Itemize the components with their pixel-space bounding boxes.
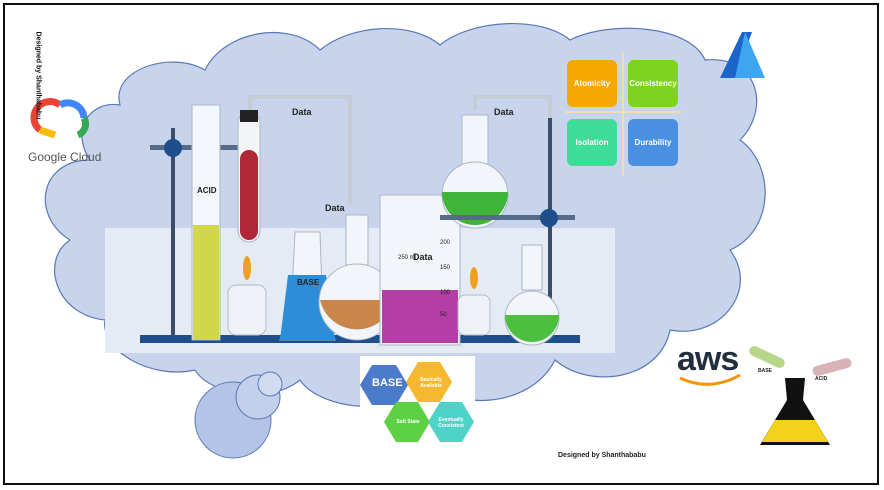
base-hex-title	[360, 365, 408, 405]
designer-bottom-text: Designed by Shanthababu	[558, 452, 646, 459]
stand-rod-right	[548, 118, 552, 338]
base-item-available: Basically Available	[420, 377, 442, 389]
burner-right	[457, 294, 491, 336]
data-label-2: Data	[494, 107, 514, 117]
acid-consistency: Consistency	[628, 60, 678, 107]
data-label-3: Data	[325, 203, 345, 213]
cylinder-liquid	[193, 225, 219, 340]
base-hex-soft	[384, 402, 430, 442]
stand-clamp-left	[164, 139, 182, 157]
aws-flask-icon	[749, 346, 852, 445]
beaker-liquid	[382, 290, 458, 343]
pipe-left	[248, 95, 352, 205]
beaker-mark-150: 150	[440, 265, 451, 271]
google-cloud-logo-icon	[30, 98, 89, 139]
azure-logo-icon	[720, 32, 765, 78]
round-flask-liquid	[320, 300, 394, 330]
test-tube-cap	[240, 110, 258, 122]
green-flask-bottom-neck	[521, 244, 543, 291]
stand-arm-right	[440, 215, 575, 220]
aws-label: aws	[677, 340, 739, 378]
acid-label: ACID	[197, 186, 217, 195]
green-flask-neck	[461, 114, 489, 171]
beaker-mark-200: 200	[440, 240, 451, 246]
bubble-small	[257, 371, 283, 397]
flame-right	[470, 267, 478, 289]
base-hex-eventual	[428, 402, 474, 442]
acid-durability: Durability	[628, 119, 678, 166]
aws-flask-acid-label: ACID	[815, 376, 828, 382]
data-label-1: Data	[292, 107, 312, 117]
test-tube-liquid	[240, 150, 258, 240]
aws-flask-base-label: BASE	[758, 368, 772, 374]
flame-left	[243, 256, 251, 280]
acid-isolation: Isolation	[567, 119, 617, 166]
stand-clamp-right	[540, 209, 558, 227]
stand-rod-left	[171, 128, 175, 336]
round-flask-neck	[345, 214, 369, 266]
green-flask-bottom-liquid	[505, 315, 559, 342]
data-label-4: Data	[413, 252, 433, 262]
base-item-soft: Soft State	[396, 419, 420, 425]
beaker-mark-250ml: 250 ml	[398, 255, 417, 261]
outer-frame	[3, 3, 879, 485]
aws-smile-icon	[679, 373, 741, 386]
google-cloud-label: Google Cloud	[28, 150, 102, 164]
acid-atomicity: Atomicity	[567, 60, 617, 107]
base-label: BASE	[297, 278, 320, 287]
beaker-mark-50: 50	[440, 312, 447, 318]
base-item-eventual: Eventually Consistent	[438, 417, 464, 429]
beaker-mark-100: 100	[440, 290, 451, 296]
burner-left	[227, 284, 267, 336]
base-hex-available	[406, 362, 452, 402]
base-panel-title: BASE	[372, 377, 403, 389]
designer-vertical-text: Designed by Shanthababu	[34, 31, 42, 120]
